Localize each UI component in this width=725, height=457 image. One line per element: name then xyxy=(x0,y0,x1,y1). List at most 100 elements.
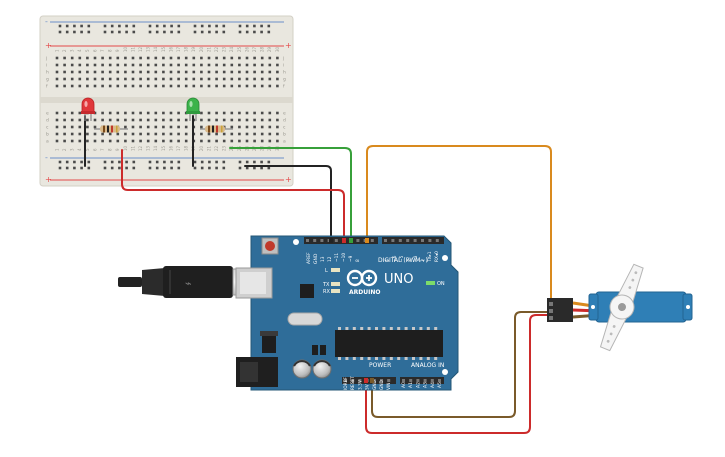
breadboard-hole xyxy=(184,118,188,122)
breadboard-hole xyxy=(124,56,127,60)
rail-hole xyxy=(215,24,218,28)
breadboard-hole xyxy=(108,63,112,67)
column-number-top: 26 xyxy=(244,46,249,52)
breadboard-hole xyxy=(78,70,82,74)
wire-gnd-to-arduino[interactable] xyxy=(244,165,332,241)
breadboard-hole xyxy=(78,63,82,67)
breadboard-hole xyxy=(230,84,234,88)
digital-pin-label: 8 xyxy=(355,259,361,262)
servo-horn[interactable] xyxy=(594,262,650,354)
resistor-green-led[interactable] xyxy=(200,125,233,133)
breadboard-hole xyxy=(200,77,203,81)
breadboard-hole xyxy=(154,118,158,122)
column-number-bottom: 7 xyxy=(100,148,105,151)
breadboard: 1122334455667788991010111112121313141415… xyxy=(39,15,294,187)
breadboard-hole xyxy=(268,84,272,88)
header-hole xyxy=(370,239,374,242)
breadboard-hole xyxy=(276,139,279,143)
breadboard-hole xyxy=(116,139,120,143)
ic-pin xyxy=(426,357,430,360)
resistor-2-band-3 xyxy=(216,125,218,133)
rail-hole xyxy=(170,160,173,164)
column-number-top: 27 xyxy=(252,46,257,52)
breadboard-hole xyxy=(93,132,97,136)
power-header xyxy=(342,377,396,384)
breadboard-hole xyxy=(63,118,66,122)
breadboard-hole xyxy=(131,139,135,143)
breadboard-hole xyxy=(101,132,104,136)
breadboard-hole xyxy=(215,84,218,88)
column-number-bottom: 6 xyxy=(92,148,97,151)
breadboard-hole xyxy=(260,56,264,60)
breadboard-hole xyxy=(86,139,89,143)
breadboard-hole xyxy=(253,70,256,74)
breadboard-hole xyxy=(101,139,104,143)
breadboard-hole xyxy=(215,118,218,122)
rail-hole xyxy=(267,30,271,34)
breadboard-hole xyxy=(253,63,256,67)
column-number-bottom: 16 xyxy=(168,145,173,151)
wire-red-pin13[interactable] xyxy=(121,149,345,241)
onboard-led-on xyxy=(426,281,435,285)
reset-button[interactable] xyxy=(261,237,279,255)
capacitor-1-mark xyxy=(293,360,311,367)
breadboard-hole xyxy=(238,132,241,136)
rail-hole xyxy=(163,160,166,164)
header-hole xyxy=(406,239,410,242)
breadboard-hole xyxy=(70,77,74,81)
breadboard-hole xyxy=(177,56,180,60)
breadboard-hole xyxy=(260,77,264,81)
usb-cable-strain-relief xyxy=(142,268,165,296)
rail-hole xyxy=(245,166,249,170)
column-number-bottom: 14 xyxy=(153,145,158,151)
breadboard-hole xyxy=(215,70,218,74)
wire-orange-servo-signal[interactable] xyxy=(366,145,552,311)
breadboard-hole xyxy=(177,118,180,122)
led-red[interactable] xyxy=(81,97,95,121)
breadboard-hole xyxy=(93,125,97,129)
breadboard-hole xyxy=(131,70,135,74)
wire-brown-servo-gnd[interactable] xyxy=(371,311,552,418)
wire-green-pin11[interactable] xyxy=(229,147,352,241)
breadboard-hole xyxy=(253,125,256,129)
rail-hole xyxy=(222,30,226,34)
ic-pin xyxy=(360,357,364,360)
breadboard-hole xyxy=(108,118,112,122)
analog-pin-label: A4 xyxy=(430,382,436,388)
column-number-bottom: 17 xyxy=(176,145,181,151)
breadboard-hole xyxy=(55,118,59,122)
breadboard-hole xyxy=(70,70,74,74)
breadboard-hole xyxy=(139,56,142,60)
breadboard-hole xyxy=(177,132,180,136)
row-letter: b xyxy=(283,132,286,138)
column-number-bottom: 22 xyxy=(214,145,219,151)
breadboard-hole xyxy=(55,84,59,88)
digital-pin-label: ~5 xyxy=(399,255,405,262)
jumper-end-gnd xyxy=(329,238,333,243)
row-letter: f xyxy=(46,84,48,90)
rail-hole xyxy=(73,166,76,170)
breadboard-hole xyxy=(245,132,249,136)
header-hole xyxy=(372,379,376,382)
breadboard-hole xyxy=(70,63,74,67)
jumper-end-pin9 xyxy=(365,238,369,243)
resistor-red-led[interactable] xyxy=(94,125,128,133)
breadboard-hole xyxy=(238,77,241,81)
mount-hole-4 xyxy=(442,369,448,375)
ic-pin xyxy=(345,357,349,360)
breadboard-hole xyxy=(124,84,127,88)
breadboard-hole xyxy=(124,77,127,81)
breadboard-hole xyxy=(268,77,272,81)
led-green[interactable] xyxy=(186,97,200,121)
servo-motor[interactable] xyxy=(547,262,693,354)
breadboard-hole xyxy=(200,84,203,88)
breadboard-hole xyxy=(169,111,173,115)
ic-pin xyxy=(419,357,423,360)
breadboard-hole xyxy=(124,132,127,136)
breadboard-hole xyxy=(245,84,249,88)
wire-red-servo-5v[interactable] xyxy=(365,314,552,434)
rail-hole xyxy=(208,160,211,164)
breadboard-hole xyxy=(184,70,188,74)
jumper-end-pin11 xyxy=(349,238,353,243)
breadboard-hole xyxy=(101,77,104,81)
